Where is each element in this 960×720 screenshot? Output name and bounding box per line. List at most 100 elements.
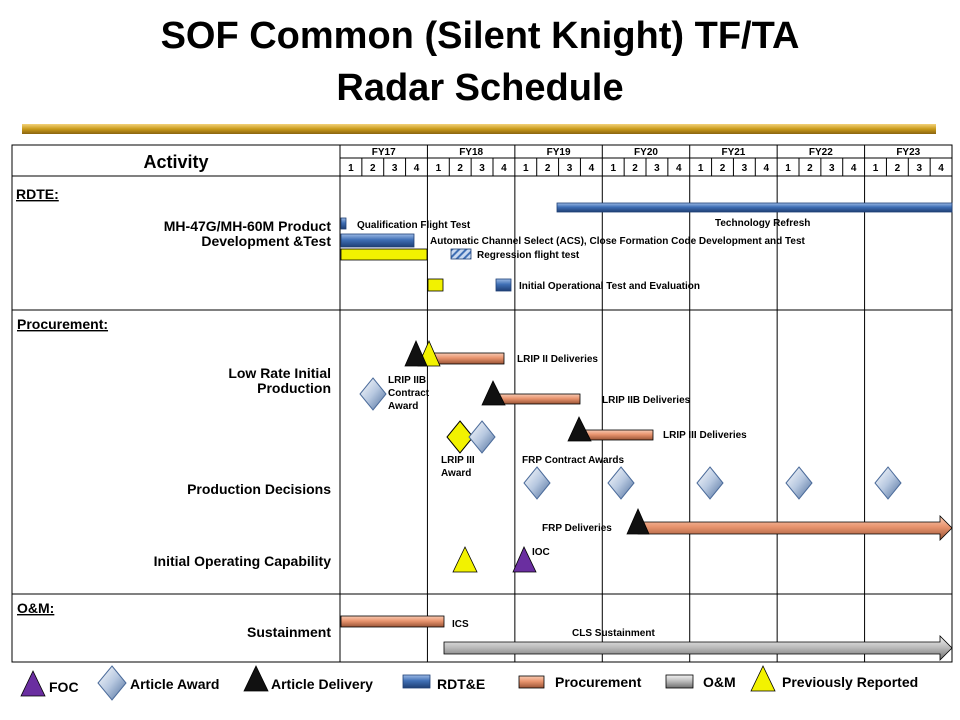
label-lrip3-deliveries: LRIP III Deliveries [663,430,747,441]
legend-article-delivery-label: Article Delivery [271,676,373,692]
legend-article-delivery-icon [243,665,269,692]
fy-label: FY21 [721,147,745,158]
frp-deliveries-arrow [637,515,953,541]
frp-award-diamond [523,466,551,500]
quarter-label: 2 [545,163,551,174]
quarter-label: 4 [938,163,944,174]
section-rdte: RDTE: [16,186,59,202]
fy-label: FY20 [634,147,658,158]
lrip2-article-delivery-triangle [404,340,428,367]
label-iote: Initial Operational Test and Evaluation [519,281,700,292]
activity-header: Activity [143,152,208,172]
table-frame [11,144,953,663]
label-qualification: Qualification Flight Test [357,220,471,231]
fy-label: FY23 [896,147,920,158]
quarter-label: 1 [348,163,354,174]
legend-rdte-label: RDT&E [437,676,485,692]
label-lrip2b-award-3: Award [388,401,418,412]
page-title-line-1: SOF Common (Silent Knight) TF/TA [160,15,800,57]
qualification-flight-test-bar [340,217,347,230]
quarter-label: 3 [479,163,485,174]
label-cls: CLS Sustainment [572,628,655,639]
technology-refresh-bar [556,202,953,213]
label-frp-awards: FRP Contract Awards [522,455,624,466]
label-ioc: IOC [532,547,550,558]
quarter-label: 2 [895,163,901,174]
legend-previously-reported-icon [750,665,776,692]
iote-previous-marker [427,278,444,292]
activity-lrip-2: Production [257,380,331,396]
label-regression: Regression flight test [477,250,580,261]
label-acs: Automatic Channel Select (ACS), Close Fo… [430,236,806,247]
quarter-label: 1 [698,163,704,174]
frp-award-diamond [874,466,902,500]
frp-award-diamond [607,466,635,500]
fy-label: FY22 [809,147,833,158]
quarter-label: 1 [610,163,616,174]
activity-product-dev-1: MH-47G/MH-60M Product [164,218,332,234]
activity-sustainment: Sustainment [247,624,331,640]
quarter-label: 3 [567,163,573,174]
lrip3-deliveries-bar [579,429,654,441]
legend-article-award-icon [97,665,127,701]
iote-marker [495,278,512,292]
quarter-label: 1 [436,163,442,174]
section-procurement: Procurement: [17,316,108,332]
legend-previously-reported-label: Previously Reported [782,674,918,690]
ioc-foc-triangle [512,546,537,573]
label-frp-deliveries: FRP Deliveries [542,523,612,534]
lrip2b-award-diamond [359,377,387,411]
fy-label: FY19 [547,147,571,158]
quarter-label: 1 [873,163,879,174]
activity-ioc: Initial Operating Capability [154,553,332,569]
legend-procurement-icon [518,675,545,689]
activity-production-decisions: Production Decisions [187,481,331,497]
legend-procurement-label: Procurement [555,674,642,690]
frp-award-diamond [696,466,724,500]
cls-sustainment-arrow [443,635,953,661]
quarter-label: 2 [720,163,726,174]
label-lrip2b-award-1: LRIP IIB [388,375,426,386]
quarter-label: 4 [851,163,857,174]
legend-rdte-icon [402,674,431,689]
legend-om-label: O&M [703,674,736,690]
legend-foc-label: FOC [49,679,79,695]
fy-label: FY18 [459,147,483,158]
quarter-label: 4 [589,163,595,174]
quarter-label: 2 [370,163,376,174]
quarter-label: 3 [654,163,660,174]
activity-lrip-1: Low Rate Initial [228,365,331,381]
section-om: O&M: [17,600,54,616]
quarter-label: 3 [742,163,748,174]
quarter-label: 4 [414,163,420,174]
lrip2b-deliveries-bar [494,393,581,405]
quarter-label: 2 [807,163,813,174]
quarter-label: 2 [632,163,638,174]
activity-product-dev-2: Development &Test [201,233,331,249]
legend-om-icon [665,674,694,689]
label-ics: ICS [452,619,469,630]
quarter-label: 1 [523,163,529,174]
frp-article-delivery-triangle [626,508,650,535]
quarter-label: 3 [916,163,922,174]
rdte-previous-bar [340,248,428,261]
fy-label: FY17 [372,147,396,158]
acs-development-bar [340,233,415,248]
label-lrip3-award-1: LRIP III [441,455,475,466]
frp-award-diamond [785,466,813,500]
quarter-label: 4 [763,163,769,174]
label-tech-refresh: Technology Refresh [715,218,810,229]
regression-flight-test-bar [450,248,472,260]
ics-bar [340,615,445,628]
quarter-label: 3 [829,163,835,174]
quarter-label: 2 [457,163,463,174]
quarter-label: 4 [676,163,682,174]
frp-award-diamonds [523,466,902,500]
legend-foc-icon [20,670,46,697]
label-lrip2b-award-2: Contract [388,388,430,399]
quarter-label: 3 [392,163,398,174]
label-lrip2b-deliveries: LRIP IIB Deliveries [602,395,691,406]
lrip2-deliveries-bar [429,352,505,365]
